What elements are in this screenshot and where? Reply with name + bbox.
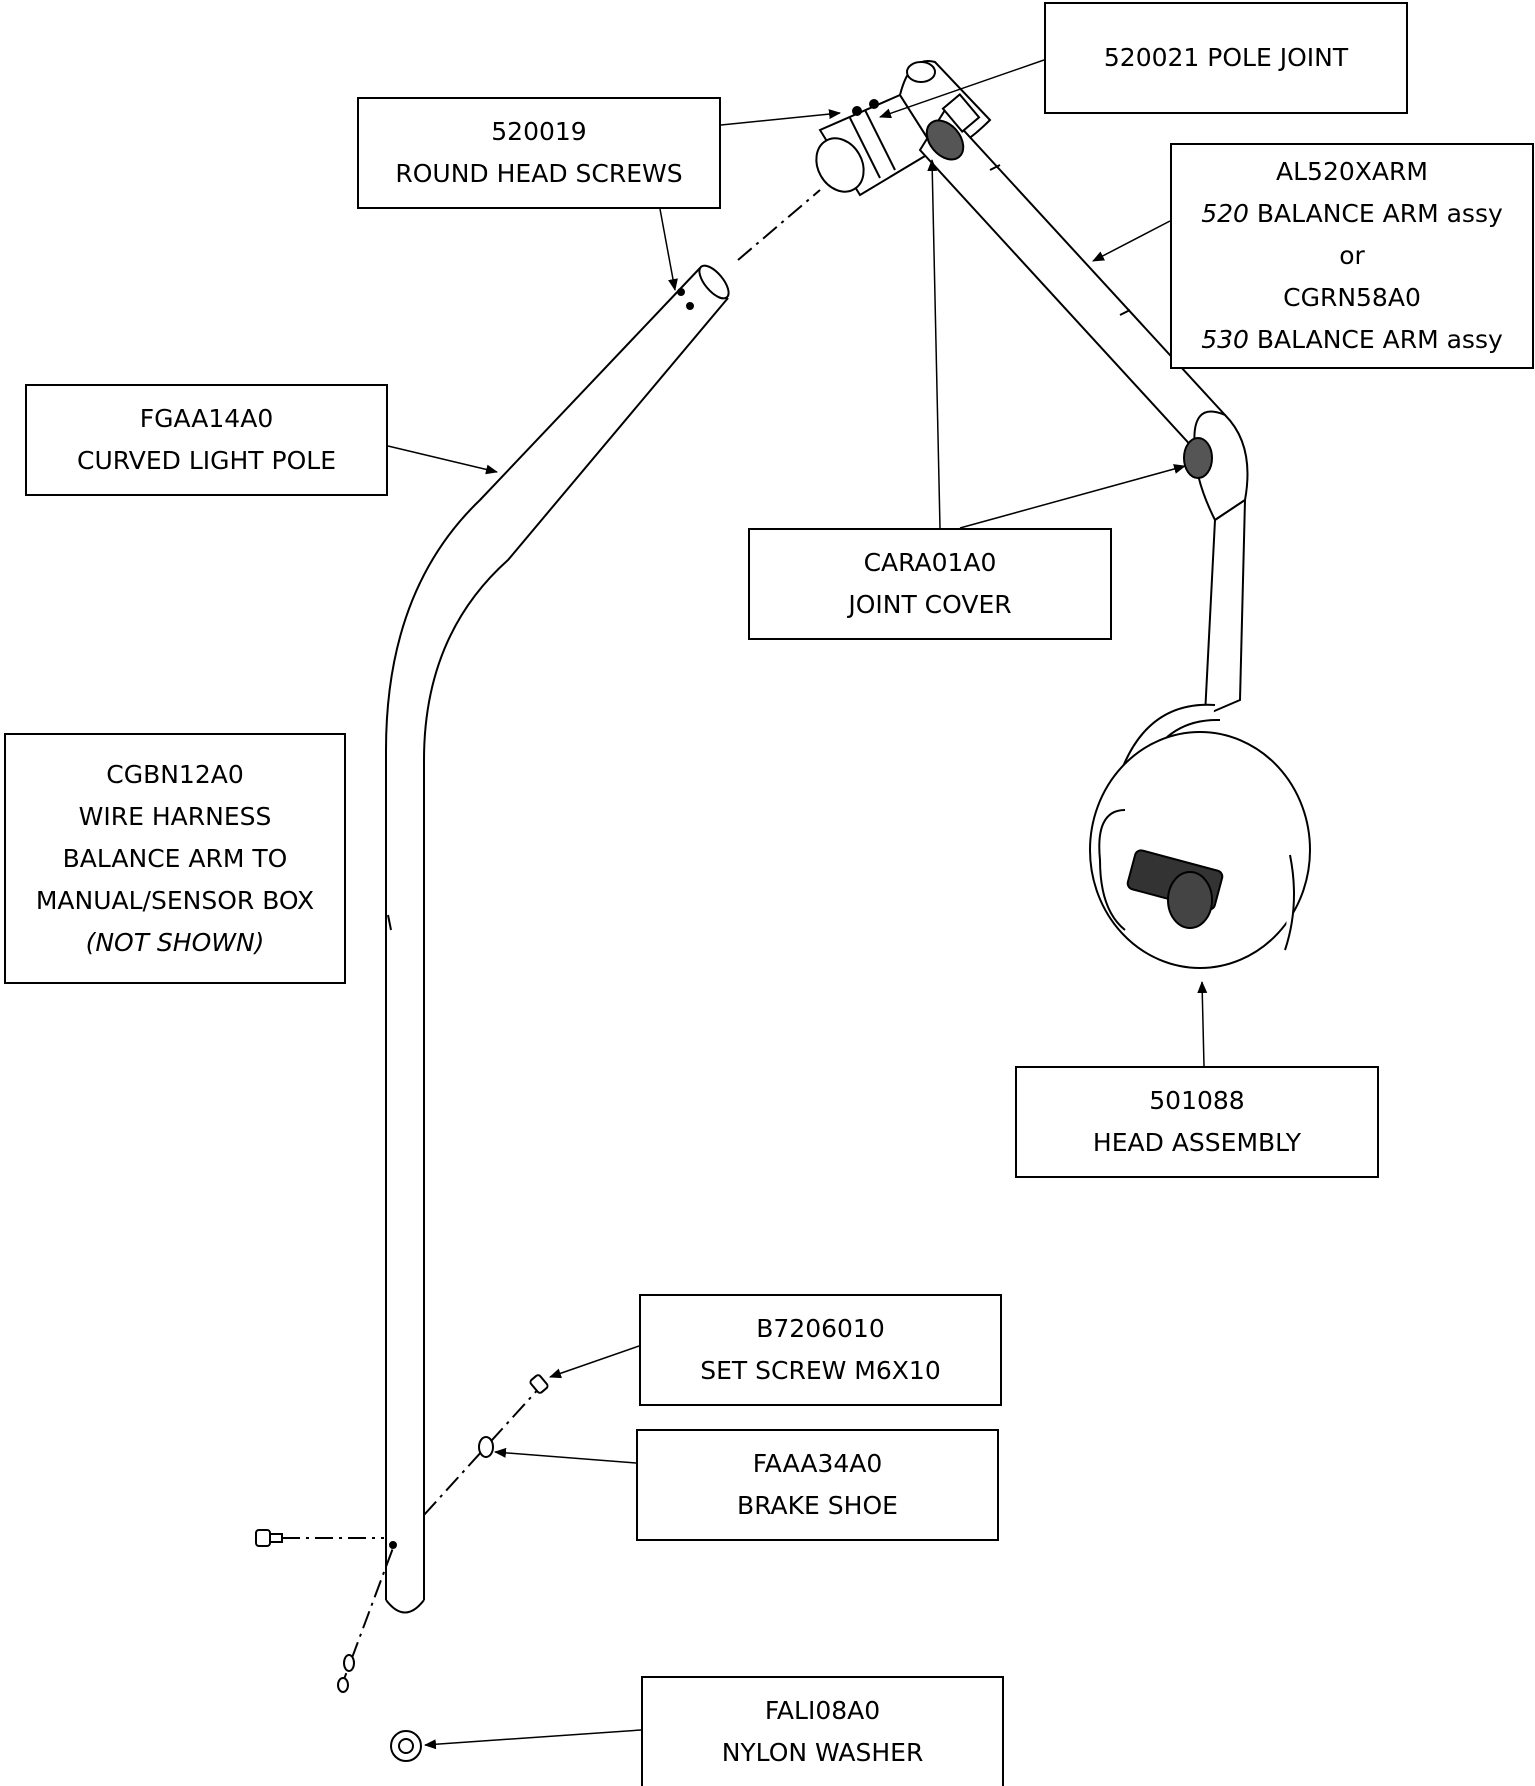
- part-number: FALI08A0: [764, 1696, 881, 1725]
- exploded-hardware: [255, 189, 821, 1762]
- side-screw-body: [269, 1533, 283, 1543]
- leader-head: [1197, 981, 1208, 1067]
- part-number: 501088: [1149, 1086, 1245, 1115]
- pole-left-edge: [385, 267, 701, 1600]
- bottom-screw-2: [337, 1677, 349, 1693]
- callout-curved-light-pole: FGAA14A0 CURVED LIGHT POLE: [25, 384, 388, 496]
- balance-arm-mark-1: [989, 164, 1001, 171]
- part-description: BRAKE SHOE: [737, 1491, 898, 1520]
- leader-washer: [424, 1729, 642, 1750]
- leader-set-screw: [549, 1345, 640, 1379]
- head-assembly: [1089, 703, 1311, 969]
- nylon-washer-inner: [398, 1738, 414, 1754]
- part-number: FAAA34A0: [752, 1449, 883, 1478]
- part-description: CURVED LIGHT POLE: [76, 446, 337, 475]
- leader-brake-shoe: [494, 1447, 637, 1464]
- balance-arm-knob: [941, 93, 981, 133]
- callout-wire-harness: CGBN12A0 WIRE HARNESS BALANCE ARM TO MAN…: [4, 733, 346, 984]
- pole-screw-hole-1: [677, 288, 685, 296]
- leader-joint-cover-lower: [959, 464, 1186, 529]
- pole-screw-hole-2: [686, 302, 694, 310]
- part-description: SET SCREW M6X10: [700, 1356, 941, 1385]
- callout-pole-joint-line: 520021 POLE JOINT: [1104, 37, 1348, 79]
- bottom-screw-1: [343, 1654, 355, 1672]
- balance-arm-530-line: 530 BALANCE ARM assy: [1201, 319, 1503, 361]
- not-shown-note: (NOT SHOWN): [85, 927, 265, 957]
- leader-light-pole: [387, 445, 498, 475]
- leader-joint-cover-upper: [927, 159, 941, 529]
- set-screw-part: [529, 1374, 549, 1394]
- joint-cover-lower: [1183, 437, 1213, 479]
- curved-light-pole: [385, 264, 730, 1614]
- model-number: 520: [1201, 199, 1249, 228]
- part-description: BALANCE ARM TO: [62, 843, 288, 873]
- part-number: CGRN58A0: [1283, 283, 1421, 312]
- pole-side-hole: [389, 1541, 397, 1549]
- callout-pole-joint: 520021 POLE JOINT: [1044, 2, 1408, 114]
- balance-arm: [918, 93, 1249, 717]
- callout-head-assembly: 501088 HEAD ASSEMBLY: [1015, 1066, 1379, 1178]
- head-control-knob: [1167, 871, 1213, 929]
- leader-pole-joint: [879, 59, 1045, 119]
- pole-right-edge: [423, 297, 729, 1600]
- pole-top-end: [698, 264, 730, 300]
- part-description: POLE JOINT: [1207, 43, 1349, 72]
- joint-cover-upper: [925, 119, 965, 161]
- part-description: BALANCE ARM assy: [1248, 199, 1503, 228]
- leader-screws-pole: [659, 208, 678, 291]
- pole-joint-sleeve-opening: [815, 137, 865, 193]
- callout-round-head-screws: 520019 ROUND HEAD SCREWS: [357, 97, 721, 209]
- pole-bottom-end: [385, 1599, 425, 1614]
- balance-arm-lower-tube: [1203, 498, 1247, 717]
- side-screw-head: [255, 1529, 271, 1547]
- part-description: ROUND HEAD SCREWS: [395, 159, 683, 188]
- leader-balance-arm: [1092, 220, 1171, 262]
- pole-joint-screw-1: [852, 106, 862, 116]
- callout-set-screw: B7206010 SET SCREW M6X10: [639, 1294, 1002, 1406]
- callout-balance-arm: AL520XARM 520 BALANCE ARM assy or CGRN58…: [1170, 143, 1534, 369]
- pole-joint-cap: [906, 61, 936, 83]
- part-number: B7206010: [756, 1314, 885, 1343]
- head-handle-right: [1284, 854, 1295, 951]
- callout-brake-shoe: FAAA34A0 BRAKE SHOE: [636, 1429, 999, 1541]
- callout-nylon-washer: FALI08A0 NYLON WASHER: [641, 1676, 1004, 1786]
- model-number: 530: [1201, 325, 1249, 354]
- part-number: CGBN12A0: [106, 759, 244, 789]
- part-number: 520021: [1103, 43, 1208, 72]
- balance-arm-lower-elbow: [1193, 410, 1249, 522]
- brake-shoe-part: [478, 1436, 494, 1458]
- balance-arm-520-line: 520 BALANCE ARM assy: [1201, 193, 1503, 235]
- conjunction: or: [1339, 241, 1365, 270]
- part-number: 520019: [491, 117, 587, 146]
- head-reflector-disc: [1089, 731, 1311, 969]
- balance-arm-mark-2: [1119, 309, 1131, 316]
- pole-joint-band-1: [849, 117, 881, 179]
- part-number: FGAA14A0: [139, 404, 274, 433]
- leader-lines: [387, 59, 1208, 1750]
- pole-seam-mark: [387, 914, 392, 931]
- centerline-hardware-stack: [423, 1384, 543, 1516]
- part-number: AL520XARM: [1276, 157, 1428, 186]
- centerline-pole-to-joint: [737, 189, 821, 261]
- part-description: MANUAL/SENSOR BOX: [35, 885, 315, 915]
- part-description: HEAD ASSEMBLY: [1092, 1128, 1302, 1157]
- part-description: BALANCE ARM assy: [1248, 325, 1503, 354]
- head-handle-left: [1098, 809, 1126, 931]
- part-description: NYLON WASHER: [721, 1738, 924, 1767]
- part-description: JOINT COVER: [848, 590, 1012, 619]
- part-description: WIRE HARNESS: [78, 801, 272, 831]
- pole-joint-screw-2: [869, 99, 879, 109]
- pole-joint-band-2: [864, 109, 896, 171]
- part-number: CARA01A0: [863, 548, 997, 577]
- leader-screws-top: [720, 109, 841, 126]
- callout-joint-cover: CARA01A0 JOINT COVER: [748, 528, 1112, 640]
